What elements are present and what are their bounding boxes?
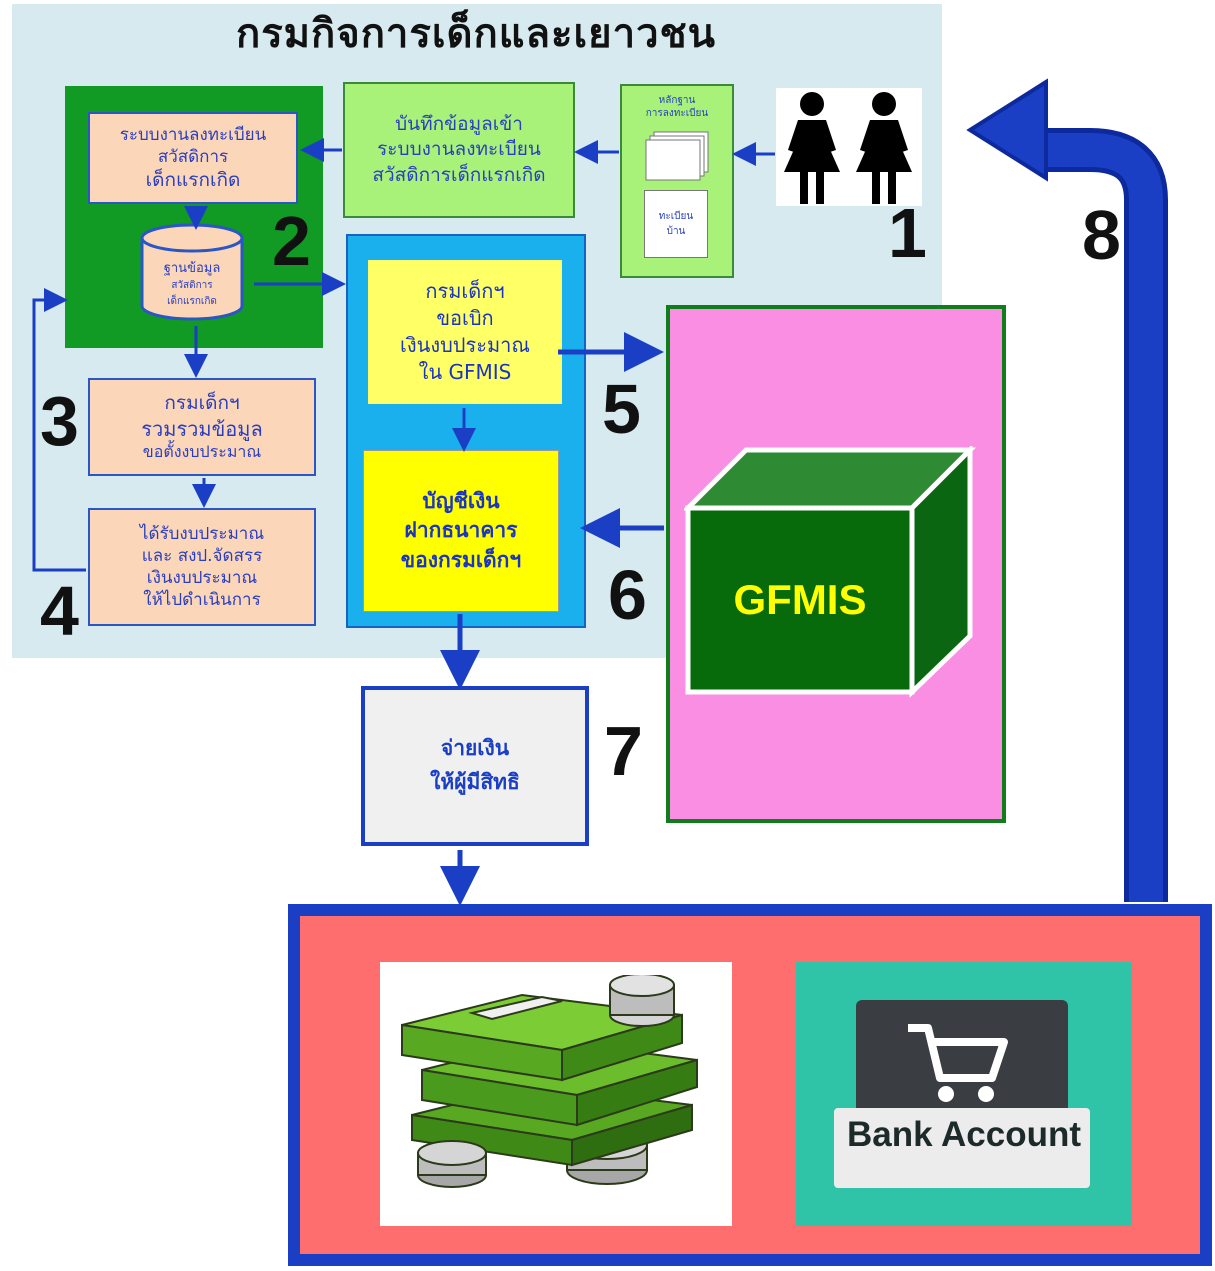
laptop-screen (856, 1000, 1068, 1120)
compile-data-box: กรมเด็กฯ รวมรวมข้อมูล ขอตั้งงบประมาณ (88, 378, 316, 476)
database-line: เด็กแรกเกิด (167, 293, 217, 307)
step-number: 8 (1082, 196, 1121, 274)
box-line: ระบบงานลงทะเบียน (377, 138, 541, 161)
shopping-cart-icon (908, 1024, 1008, 1102)
diagram-title: กรมกิจการเด็กและเยาวชน (235, 11, 717, 57)
box-line: ขอเบิก (436, 306, 494, 330)
box-line: เงินงบประมาณ (146, 568, 258, 588)
step-number: 6 (608, 556, 647, 634)
database-line: ฐานข้อมูล (164, 261, 221, 276)
box-line: บัญชีเงิน (422, 488, 500, 513)
box-line: เด็กแรกเกิด (145, 168, 241, 191)
box-line: บันทึกข้อมูลเข้า (395, 112, 523, 135)
box-line: และ สงป.จัดสรร (141, 545, 263, 566)
database-line: สวัสดิการ (171, 280, 213, 291)
box-line: จ่ายเงิน (440, 736, 510, 761)
evidence-line: หลักฐาน (658, 95, 696, 106)
box-line: เงินงบประมาณ (400, 333, 530, 357)
box-line: ใน GFMIS (418, 360, 512, 384)
evidence-title: หลักฐาน การลงทะเบียน (624, 94, 730, 120)
step-number: 1 (888, 194, 927, 272)
box-line: ของกรมเด็กฯ (400, 547, 522, 572)
step-number: 7 (604, 712, 643, 790)
cube-icon: GFMIS (684, 446, 976, 698)
gfmis-label: GFMIS (734, 576, 867, 623)
doc-line: บ้าน (666, 226, 686, 237)
laptop-base (834, 1108, 1090, 1188)
box-line: ฝากธนาคาร (404, 518, 518, 543)
bank-account-label: Bank Account (846, 1115, 1081, 1154)
registration-system-box: ระบบงานลงทะเบียน สวัสดิการ เด็กแรกเกิด (88, 112, 298, 204)
step-number: 5 (602, 370, 641, 448)
withdraw-budget-box: กรมเด็กฯ ขอเบิก เงินงบประมาณ ใน GFMIS (368, 260, 562, 404)
house-registration-doc: ทะเบียน บ้าน (644, 190, 708, 258)
step-number: 3 (40, 382, 79, 460)
money-stack-icon (401, 975, 698, 1188)
box-line: สวัสดิการ (157, 146, 229, 167)
box-line: สวัสดิการเด็กแรกเกิด (372, 163, 546, 186)
box-line: ระบบงานลงทะเบียน (119, 124, 267, 145)
box-line: ได้รับงบประมาณ (139, 523, 265, 544)
box-line: กรมเด็กฯ (164, 392, 240, 415)
person-icon (776, 88, 922, 206)
step-number: 4 (40, 572, 79, 650)
box-line: ให้ผู้มีสิทธิ (430, 770, 520, 794)
record-data-box: บันทึกข้อมูลเข้า ระบบงานลงทะเบียน สวัสดิ… (343, 82, 575, 218)
step-number: 2 (272, 202, 311, 280)
receive-budget-box: ได้รับงบประมาณ และ สงป.จัดสรร เงินงบประม… (88, 508, 316, 626)
box-line: รวมรวมข้อมูล (141, 416, 263, 441)
doc-line: ทะเบียน (658, 211, 694, 222)
box-line: กรมเด็กฯ (425, 279, 505, 303)
pay-beneficiary-box: จ่ายเงิน ให้ผู้มีสิทธิ (361, 686, 589, 846)
database-icon: ฐานข้อมูล สวัสดิการ เด็กแรกเกิด (140, 223, 244, 321)
evidence-line: การลงทะเบียน (645, 108, 709, 119)
box-line: ขอตั้งงบประมาณ (142, 441, 262, 461)
document-icon (645, 131, 709, 181)
bank-deposit-box: บัญชีเงิน ฝากธนาคาร ของกรมเด็กฯ (363, 450, 559, 612)
box-line: ให้ไปดำเนินการ (143, 590, 261, 611)
